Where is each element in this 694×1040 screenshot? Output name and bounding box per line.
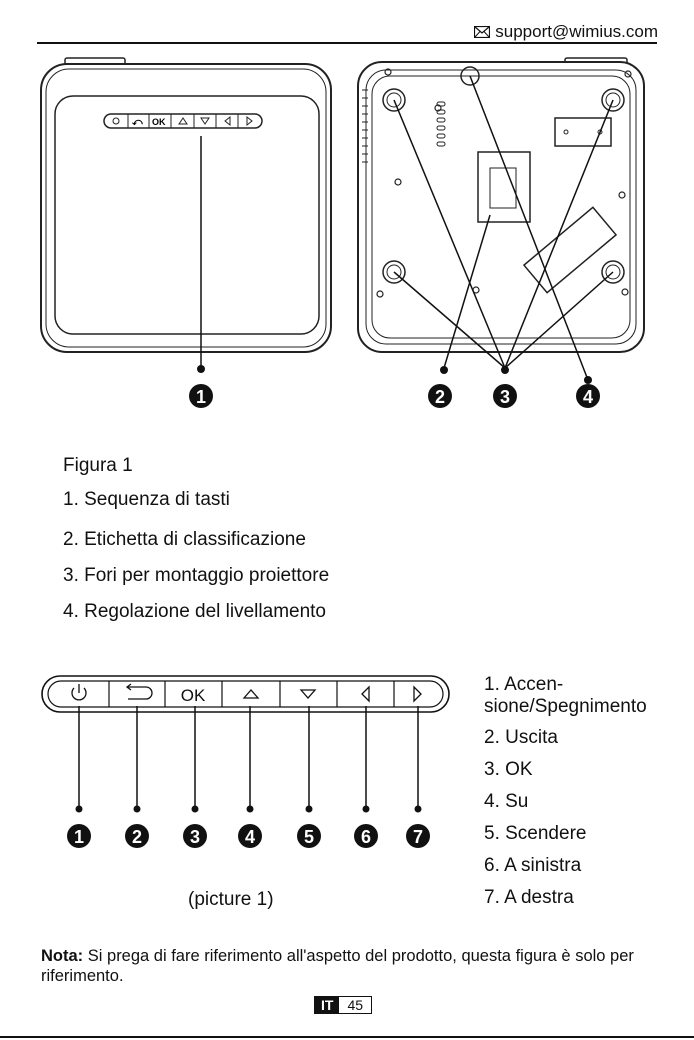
button-callout-6: 6 [361,827,371,847]
callout-1: 1 [196,387,206,407]
button-callout-5: 5 [304,827,314,847]
projector-top-view: ⤺ OK [40,57,332,373]
callout-4: 4 [583,387,593,407]
legend-item-3: 3. OK [484,759,533,780]
svg-text:⤺: ⤺ [132,117,143,128]
button-callouts: 1 2 3 4 5 6 7 [67,824,430,848]
page-number-value: 45 [347,997,364,1013]
button-callout-4: 4 [245,827,255,847]
legend-item-6: 6. A sinistra [484,855,582,876]
legend-item-7: 7. A destra [484,887,574,908]
note: Nota: Si prega di fare riferimento all'a… [41,946,663,986]
down-arrow-icon [299,689,317,699]
power-icon [71,684,87,701]
figure-callouts: 1 2 3 4 [189,384,600,408]
key-ok-small: OK [152,117,166,127]
note-label: Nota: [41,947,84,965]
email-text: support@wimius.com [495,22,658,41]
projector-figure: ⤺ OK [40,57,645,408]
button-callout-1: 1 [74,827,84,847]
button-callout-3: 3 [190,827,200,847]
button-strip-figure: OK 1 2 3 4 5 6 7 [41,675,450,848]
caption-item-4: 4. Regolazione del livellamento [63,601,326,622]
legend-item-2: 2. Uscita [484,727,558,748]
envelope-icon [474,26,491,38]
page-number: IT 45 [314,996,373,1014]
legend-item-5: 5. Scendere [484,823,587,844]
back-icon [125,683,153,700]
right-arrow-icon [413,685,422,703]
note-text: Si prega di fare riferimento all'aspetto… [41,947,634,985]
callout-2: 2 [435,387,445,407]
caption-item-2: 2. Etichetta di classificazione [63,529,306,550]
legend-item-1: 1. Accen- sione/Spegnimento [484,674,647,717]
caption-item-1: 1. Sequenza di tasti [63,489,230,510]
up-arrow-icon [242,689,260,699]
figure-title: Figura 1 [63,455,133,476]
ok-key-label: OK [181,686,206,705]
callout-3: 3 [500,387,510,407]
picture-caption: (picture 1) [188,889,274,910]
projector-bottom-view [357,57,645,384]
button-callout-7: 7 [413,827,423,847]
left-arrow-icon [361,685,370,703]
key-strip-small: ⤺ OK [103,113,263,129]
bottom-rule [0,1036,694,1038]
header-rule [37,42,657,44]
caption-item-3: 3. Fori per montaggio proiettore [63,565,330,586]
legend-item-4: 4. Su [484,791,529,812]
header-email: support@wimius.com [474,22,658,42]
language-badge: IT [315,997,340,1013]
button-callout-2: 2 [132,827,142,847]
